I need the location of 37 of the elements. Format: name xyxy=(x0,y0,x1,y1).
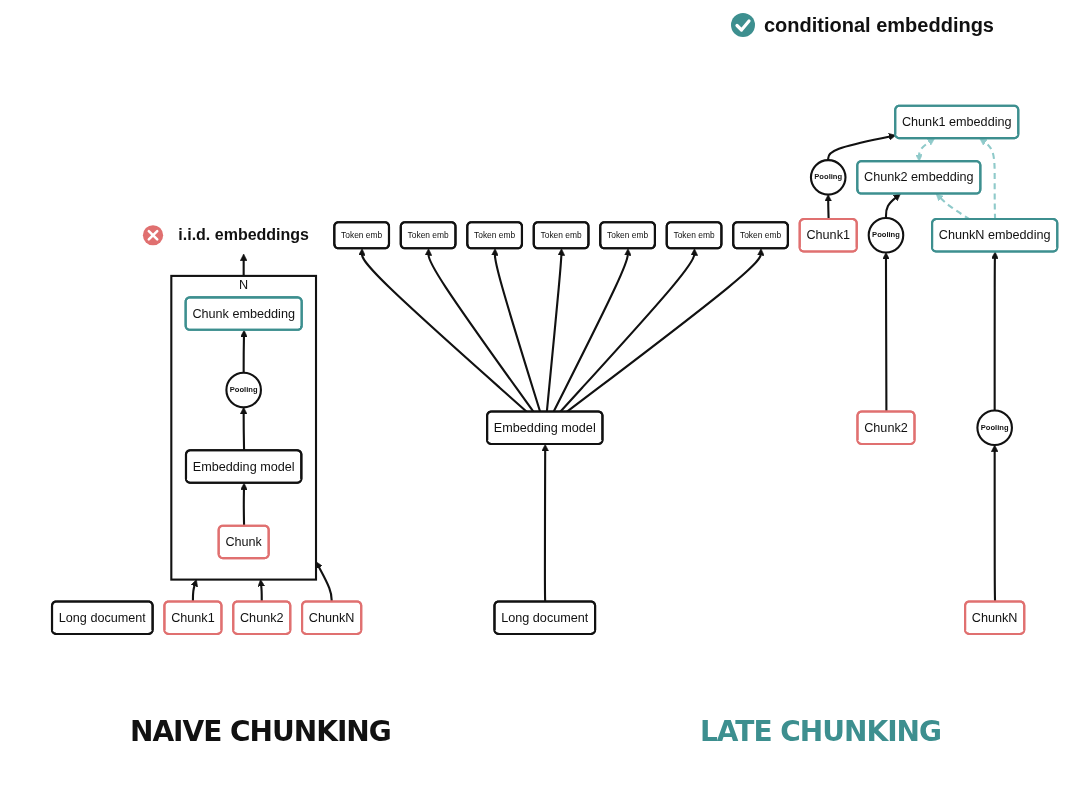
embedding-box: Chunk1 embedding xyxy=(894,104,1020,140)
arrow xyxy=(827,133,897,161)
chunk-box: ChunkN xyxy=(301,600,363,636)
token-box: Token emb xyxy=(599,221,656,250)
chunk-box: Chunk xyxy=(217,524,270,560)
token-box: Token emb xyxy=(333,221,391,250)
arrow xyxy=(239,253,248,277)
output-label: conditional embeddings xyxy=(764,13,994,37)
output-label: i.i.d. embeddings xyxy=(142,225,310,246)
chunk-box: Chunk1 xyxy=(798,218,858,253)
arrow xyxy=(239,407,248,451)
process-box: Long document xyxy=(493,600,597,636)
dashed-arrow xyxy=(915,138,935,162)
token-box: Token emb xyxy=(665,221,723,250)
arrow xyxy=(991,251,999,411)
chunk-box: ChunkN xyxy=(964,600,1026,636)
token-box: Token emb xyxy=(399,221,457,250)
panel-title: LATE CHUNKING xyxy=(700,715,941,748)
chunk-box: Chunk2 xyxy=(232,600,292,636)
embedding-box: Chunk embedding xyxy=(184,296,303,332)
arrow xyxy=(257,579,265,602)
chunk-box: Chunk2 xyxy=(856,410,916,446)
process-box: Embedding model xyxy=(486,410,604,446)
chunk-box: Chunk1 xyxy=(163,600,223,636)
token-box: Token emb xyxy=(532,221,590,250)
arrow xyxy=(190,579,198,602)
embedding-box: ChunkN embedding xyxy=(931,218,1059,253)
token-box: Token emb xyxy=(466,221,523,250)
process-box: Long document xyxy=(50,600,154,636)
arrow xyxy=(824,194,832,220)
dashed-arrow xyxy=(979,138,997,220)
arrow xyxy=(240,330,248,373)
token-box: Token emb xyxy=(732,221,789,250)
embedding-box: Chunk2 embedding xyxy=(856,160,982,195)
process-box: Embedding model xyxy=(184,449,303,484)
arrow xyxy=(884,193,901,219)
panel-title: NAIVE CHUNKING xyxy=(130,715,391,748)
